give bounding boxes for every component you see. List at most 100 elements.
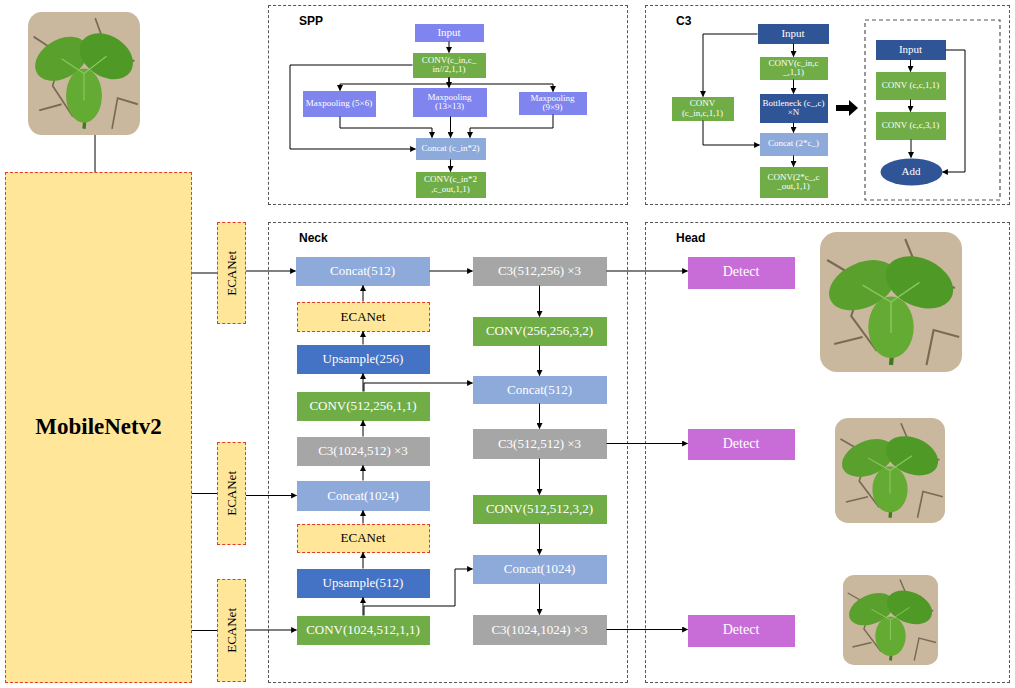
spp-panel: SPP InputCONV(c_in,c_ in//2,1,1) Maxpoolin… bbox=[268, 5, 628, 205]
node-label: CONV (c_in,c,1,1) bbox=[673, 99, 733, 118]
connector bbox=[364, 569, 473, 616]
conv-box: CONV(c_in,c_ in//2,1,1) bbox=[413, 53, 486, 78]
connector bbox=[470, 115, 553, 138]
attention-box: ECANet bbox=[217, 442, 246, 545]
connector bbox=[910, 60, 911, 72]
connector bbox=[192, 493, 217, 494]
input-box: Input bbox=[876, 40, 946, 60]
detail-frame bbox=[865, 20, 1000, 200]
detect-box: Detect bbox=[688, 429, 795, 460]
node-label: C3(1024,1024) ×3 bbox=[491, 623, 587, 637]
connector bbox=[246, 630, 297, 631]
node-label: C3(1024,512) ×3 bbox=[318, 444, 408, 458]
connector bbox=[910, 100, 911, 112]
connector bbox=[539, 404, 540, 429]
node-label: ECANet bbox=[341, 310, 386, 324]
input-box: Input bbox=[758, 24, 829, 44]
maxpool-box: Maxpooling (5×6) bbox=[303, 91, 376, 117]
plant-photo bbox=[28, 12, 140, 135]
node-label: Detect bbox=[723, 437, 760, 452]
attention-box: ECANet bbox=[297, 524, 430, 553]
node-label: Bottleneck (c_,c) ×N bbox=[761, 99, 827, 118]
node-label: Input bbox=[437, 27, 460, 39]
connector bbox=[793, 80, 794, 94]
conv-box: CONV(512,256,1,1) bbox=[297, 392, 430, 421]
connector bbox=[539, 524, 540, 555]
node-label: C3(512,512) ×3 bbox=[498, 437, 581, 451]
upsample-box: Upsample(256) bbox=[297, 345, 430, 374]
connector bbox=[363, 421, 364, 437]
node-label: CONV(256,256,3,2) bbox=[486, 324, 593, 338]
node-label: Maxpooling (5×6) bbox=[306, 99, 372, 108]
c3-box: C3(512,256) ×3 bbox=[473, 257, 607, 286]
head-panel: HeadDetectDetectDetect bbox=[645, 222, 1010, 683]
detect-box: Detect bbox=[688, 615, 795, 647]
node-label: Upsample(256) bbox=[323, 352, 404, 366]
plant-photo bbox=[820, 232, 962, 372]
attention-box: ECANet bbox=[297, 302, 430, 332]
connector bbox=[911, 140, 912, 158]
node-label: Concat(1024) bbox=[327, 489, 398, 503]
connector bbox=[290, 65, 416, 149]
connector bbox=[607, 443, 688, 444]
connector bbox=[793, 123, 794, 133]
connector bbox=[703, 121, 760, 146]
c3-box: C3(1024,512) ×3 bbox=[297, 437, 430, 466]
conv-box: CONV(512,512,3,2) bbox=[473, 495, 607, 524]
connector bbox=[192, 273, 217, 274]
node-label: Add bbox=[902, 166, 921, 178]
concat-box: Concat (2*c_) bbox=[760, 133, 828, 156]
node-label: CONV(c_in,c_ in//2,1,1) bbox=[414, 56, 485, 75]
concat-box: Concat(1024) bbox=[473, 555, 607, 584]
node-label: CONV(c_in*2 ,c_out,1,1) bbox=[417, 175, 485, 194]
connector bbox=[363, 553, 364, 569]
add-ellipse: Add bbox=[880, 158, 943, 186]
concat-box: Concat(1024) bbox=[297, 481, 430, 511]
connector bbox=[450, 160, 451, 172]
conv-box: CONV(c_in*2 ,c_out,1,1) bbox=[416, 172, 486, 198]
node-label: C3(512,256) ×3 bbox=[498, 264, 581, 278]
panel-title: Head bbox=[676, 232, 705, 245]
maxpool-box: Maxpooling (13×13) bbox=[413, 88, 487, 117]
node-label: Detect bbox=[723, 623, 760, 638]
conv-box: CONV (c_in,c,1,1) bbox=[672, 97, 734, 121]
node-label: MobileNetv2 bbox=[35, 415, 161, 439]
connector bbox=[793, 44, 794, 57]
connector bbox=[449, 42, 450, 53]
connector bbox=[192, 630, 217, 631]
node-label: CONV(1024,512,1,1) bbox=[306, 623, 420, 637]
connector bbox=[449, 78, 553, 92]
panel-title: SPP bbox=[299, 15, 323, 28]
attention-box: ECANet bbox=[217, 222, 246, 324]
node-label: Detect bbox=[723, 265, 760, 280]
c3-box: C3(512,512) ×3 bbox=[473, 429, 607, 459]
concat-box: Concat(512) bbox=[296, 257, 430, 286]
node-label: Maxpooling (13×13) bbox=[414, 93, 486, 112]
conv-box: CONV(256,256,3,2) bbox=[473, 317, 607, 346]
maxpool-box: Maxpooling (9×9) bbox=[519, 92, 587, 115]
c3-panel: C3InputCONV(c_in,c _,1,1)CONV (c_in,c,1,… bbox=[645, 5, 1010, 205]
panel-title: Neck bbox=[299, 232, 328, 245]
conv-box: CONV(c_in,c _,1,1) bbox=[760, 57, 828, 80]
connector bbox=[363, 374, 364, 392]
concat-box: Concat (c_in*2) bbox=[416, 138, 486, 160]
connector bbox=[363, 332, 364, 345]
backbone-box: MobileNetv2 bbox=[5, 172, 192, 683]
connector bbox=[363, 598, 364, 616]
connector bbox=[539, 584, 540, 615]
node-label: CONV(2*c_,c _out,1,1) bbox=[761, 173, 827, 192]
node-label: ECANet bbox=[225, 251, 239, 296]
node-label: CONV(512,512,3,2) bbox=[486, 502, 593, 516]
node-label: Input bbox=[899, 44, 922, 56]
connector bbox=[539, 459, 540, 495]
bottleneck-box: Bottleneck (c_,c) ×N bbox=[760, 94, 828, 123]
connector bbox=[607, 629, 688, 630]
connector bbox=[363, 286, 364, 302]
neck-panel: NeckConcat(512)ECANetUpsample(256)CONV(5… bbox=[268, 222, 628, 683]
node-label: Concat (c_in*2) bbox=[421, 144, 479, 153]
detect-box: Detect bbox=[688, 257, 795, 289]
node-label: Concat(512) bbox=[330, 264, 395, 278]
node-label: CONV(512,256,1,1) bbox=[309, 399, 416, 413]
attention-box: ECANet bbox=[217, 579, 246, 682]
